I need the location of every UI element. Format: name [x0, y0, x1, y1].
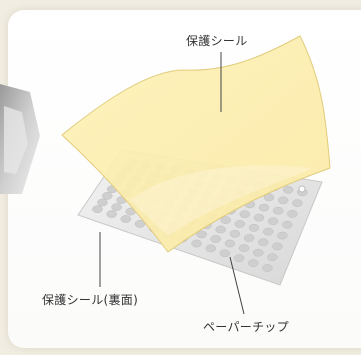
chip-dot: [248, 259, 259, 267]
chip-dot: [215, 225, 226, 234]
chip-dot: [234, 220, 246, 228]
label-paper-chip: ペーパーチップ: [203, 320, 289, 334]
chip-dot: [134, 220, 146, 228]
chip-dot: [111, 203, 122, 211]
chip-dot: [267, 253, 278, 262]
chip-dot: [239, 210, 251, 219]
chip-dot: [252, 248, 264, 257]
chip-dot: [243, 234, 255, 242]
chip-dot: [238, 244, 250, 252]
chip-dot: [205, 244, 217, 253]
chip-dot: [282, 185, 294, 194]
label-protective-seal-back: 保護シール(裏面): [42, 293, 139, 307]
chip-dot: [262, 227, 274, 236]
chip-dot: [191, 239, 202, 248]
chip-dot: [210, 235, 221, 243]
chip-dot: [229, 229, 241, 238]
sheet-hole: [298, 185, 306, 193]
chip-dot: [277, 196, 289, 205]
chip-dot: [257, 238, 269, 247]
protective-seal-sheet: [61, 35, 331, 253]
chip-dot: [233, 254, 245, 263]
seal-highlight: [130, 165, 312, 236]
chip-dot: [97, 198, 108, 207]
chip-dot: [106, 210, 117, 218]
chip-dot: [272, 242, 283, 251]
chip-dot: [263, 193, 275, 202]
chip-dot: [262, 264, 273, 272]
chip-dot: [219, 249, 231, 258]
chip-dot: [196, 230, 207, 239]
chip-dot: [92, 205, 103, 214]
chip-dot: [224, 239, 236, 248]
chip-dot: [120, 215, 132, 223]
chip-dot: [248, 223, 260, 232]
chip-dot: [267, 217, 279, 226]
chip-dot: [277, 231, 288, 240]
adjacent-photo-edge: [0, 84, 40, 194]
chip-dot: [292, 199, 303, 207]
chip-dot: [287, 210, 298, 218]
label-protective-seal: 保護シール: [186, 34, 248, 48]
chip-dot: [220, 216, 231, 224]
chip-dot: [253, 213, 265, 222]
chip-dot: [102, 192, 113, 200]
chip-dot: [272, 206, 284, 215]
leader-line-paper-chip: [229, 256, 245, 315]
chip-dot: [258, 203, 270, 212]
chip-dot: [282, 220, 293, 229]
